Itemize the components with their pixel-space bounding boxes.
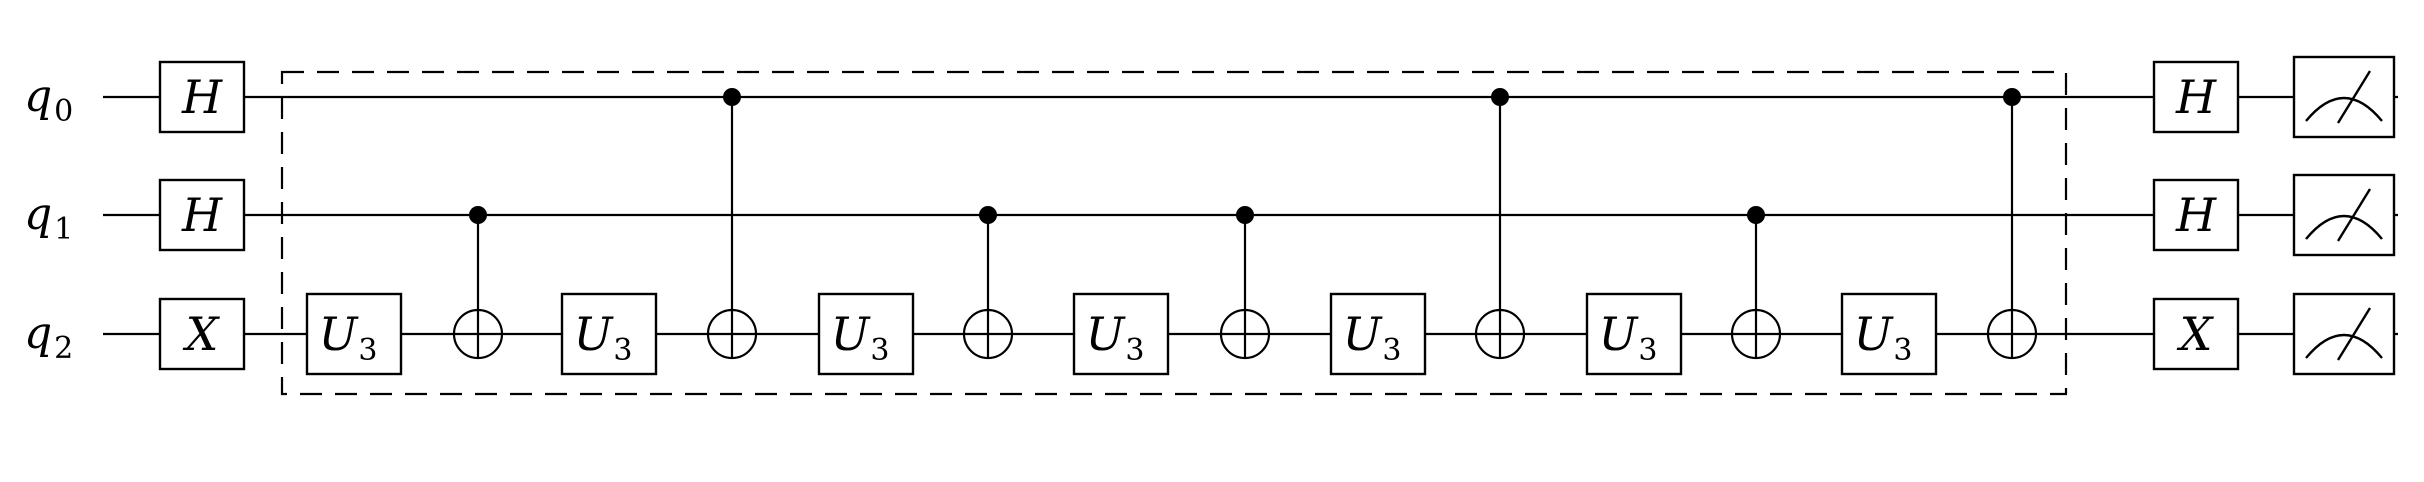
- gate-label: H: [2175, 188, 2217, 242]
- control-dot: [2003, 88, 2021, 106]
- gate-box: [2152, 297, 2240, 371]
- qubit-label-subscript: 2: [54, 331, 73, 366]
- meter-box: [2292, 173, 2396, 257]
- initial-gate-h-q1: H: [158, 178, 246, 252]
- gate-label: X: [2177, 307, 2215, 361]
- meter-arc: [2305, 214, 2383, 240]
- qubit-label-subscript: 0: [54, 94, 73, 129]
- gate-label: U3: [574, 307, 633, 368]
- meter-needle: [2336, 70, 2372, 124]
- qubit-label-q1: q1: [24, 189, 73, 247]
- control-dot: [723, 88, 741, 106]
- final-gate-h-q0: H: [2152, 60, 2240, 134]
- cnot-gate-7: [1986, 88, 2038, 360]
- u3-gate-7: U3: [1840, 292, 1938, 376]
- meter-arc: [2305, 333, 2383, 359]
- cnot-gate-6: [1730, 206, 1782, 360]
- qubit-labels: q0 q1 q2: [24, 71, 73, 366]
- u3-gate-5: U3: [1329, 292, 1427, 376]
- gate-box: [817, 292, 915, 376]
- gate-box: [2152, 178, 2240, 252]
- meter-icon: [2292, 292, 2396, 376]
- cnot-gate-3: [962, 206, 1014, 360]
- gate-label: H: [181, 188, 223, 242]
- gate-label-subscript: 3: [870, 333, 889, 368]
- control-dot: [1236, 206, 1254, 224]
- gates: H H X U3 U3 U3 U3 U3 U3 U3 H H X: [158, 55, 2396, 376]
- gate-label: U3: [1854, 307, 1913, 368]
- gate-box: [1840, 292, 1938, 376]
- meter-needle: [2336, 188, 2372, 242]
- gate-label: U3: [1086, 307, 1145, 368]
- qubit-label-q2: q2: [24, 308, 73, 366]
- meter-icon: [2292, 173, 2396, 257]
- u3-gate-4: U3: [1072, 292, 1170, 376]
- gate-box: [305, 292, 403, 376]
- meter-arc: [2305, 96, 2383, 122]
- gate-label-subscript: 3: [613, 333, 632, 368]
- gate-label-subscript: 3: [1125, 333, 1144, 368]
- u3-gate-1: U3: [305, 292, 403, 376]
- final-gate-h-q1: H: [2152, 178, 2240, 252]
- gate-label-subscript: 3: [1382, 333, 1401, 368]
- gate-label-subscript: 3: [1638, 333, 1657, 368]
- gate-box: [158, 178, 246, 252]
- control-dot: [979, 206, 997, 224]
- u3-gate-6: U3: [1585, 292, 1683, 376]
- ansatz-dashed-box: [280, 70, 2068, 396]
- gate-label: U3: [1343, 307, 1402, 368]
- qubit-label-subscript: 1: [54, 212, 73, 247]
- control-dot: [1491, 88, 1509, 106]
- gate-box: [1072, 292, 1170, 376]
- gate-label-subscript: 3: [358, 333, 377, 368]
- meter-icon: [2292, 55, 2396, 139]
- cnot-gate-4: [1219, 206, 1271, 360]
- gate-box: [2152, 60, 2240, 134]
- gate-box: [1329, 292, 1427, 376]
- gate-box: [1585, 292, 1683, 376]
- initial-gate-h-q0: H: [158, 60, 246, 134]
- gate-label-subscript: 3: [1893, 333, 1912, 368]
- cnot-gate-5: [1474, 88, 1526, 360]
- u3-gate-2: U3: [560, 292, 658, 376]
- initial-gate-x-q2: X: [158, 297, 246, 371]
- control-dot: [469, 206, 487, 224]
- cnot-gate-2: [706, 88, 758, 360]
- cnot-gate-1: [452, 206, 504, 360]
- gate-label: X: [183, 307, 221, 361]
- gate-label: H: [2175, 70, 2217, 124]
- final-gate-x-q2: X: [2152, 297, 2240, 371]
- control-dot: [1747, 206, 1765, 224]
- meter-needle: [2336, 307, 2372, 361]
- gate-box: [158, 60, 246, 134]
- gate-box: [158, 297, 246, 371]
- u3-gate-3: U3: [817, 292, 915, 376]
- gate-label: H: [181, 70, 223, 124]
- gate-box: [560, 292, 658, 376]
- qubit-label-q0: q0: [24, 71, 73, 129]
